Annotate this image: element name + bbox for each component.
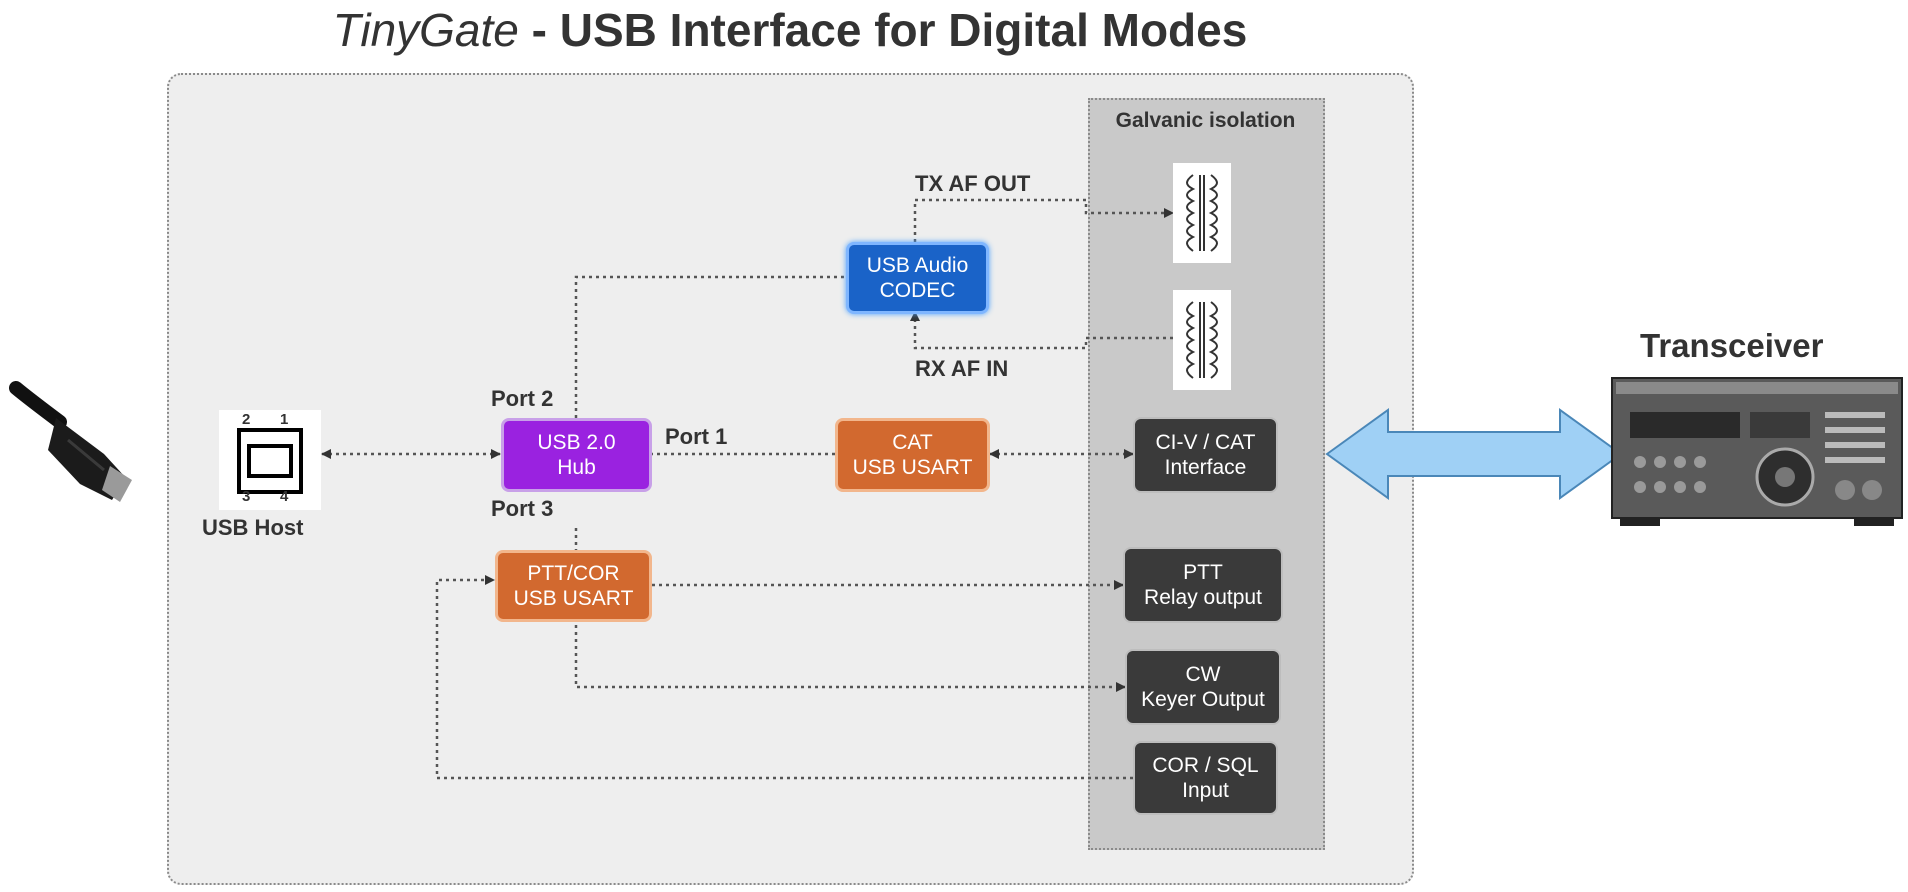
usb-pin-2: 2 xyxy=(242,411,251,428)
output-ptt-line1: PTT xyxy=(1183,561,1223,584)
output-cor-line1: COR / SQL xyxy=(1152,754,1259,777)
line-port2-codec xyxy=(574,275,846,418)
rx-af-in-label: RX AF IN xyxy=(915,356,1009,381)
transceiver-radio-icon xyxy=(1611,377,1903,526)
hub-line2: Hub xyxy=(557,456,596,479)
usb-host-label: USB Host xyxy=(202,515,304,540)
transceiver-link-arrow xyxy=(1325,408,1623,500)
ptt-usart-line2: USB USART xyxy=(513,587,634,610)
codec-line1: USB Audio xyxy=(866,254,969,277)
usb-pin-3: 3 xyxy=(242,488,251,505)
line-codec-tx xyxy=(913,198,1174,242)
port2-label: Port 2 xyxy=(491,386,554,411)
usb-pin-4: 4 xyxy=(280,488,289,505)
tx-transformer-icon xyxy=(1173,163,1231,263)
cat-line1: CAT xyxy=(892,431,933,454)
usb-pin-1: 1 xyxy=(280,411,289,428)
diagram-title: TinyGate - USB Interface for Digital Mod… xyxy=(0,0,1580,60)
usb-b-plug-icon xyxy=(9,381,132,502)
line-ptt-cw xyxy=(574,618,1126,692)
codec-line2: CODEC xyxy=(879,279,956,302)
rx-transformer-icon xyxy=(1173,290,1231,390)
title-product-name: TinyGate xyxy=(332,4,519,56)
output-ptt-line2: Relay output xyxy=(1144,586,1262,609)
title-subtitle: - USB Interface for Digital Modes xyxy=(518,4,1248,56)
hub-line1: USB 2.0 xyxy=(537,431,616,454)
port1-label: Port 1 xyxy=(665,424,728,449)
transceiver-label: Transceiver xyxy=(1640,327,1824,364)
ptt-usart-line1: PTT/COR xyxy=(527,562,620,585)
port3-label: Port 3 xyxy=(491,496,554,521)
output-civ-line2: Interface xyxy=(1164,456,1247,479)
cat-line2: USB USART xyxy=(852,456,973,479)
output-cw-line2: Keyer Output xyxy=(1141,688,1265,711)
usb-b-port-icon xyxy=(219,410,321,510)
line-rx-codec xyxy=(910,311,1173,350)
output-civ-line1: CI-V / CAT xyxy=(1155,431,1256,454)
output-cw-line1: CW xyxy=(1185,663,1221,686)
isolation-label: Galvanic isolation xyxy=(1115,109,1296,132)
output-cor-line2: Input xyxy=(1182,779,1229,802)
tx-af-out-label: TX AF OUT xyxy=(915,171,1031,196)
